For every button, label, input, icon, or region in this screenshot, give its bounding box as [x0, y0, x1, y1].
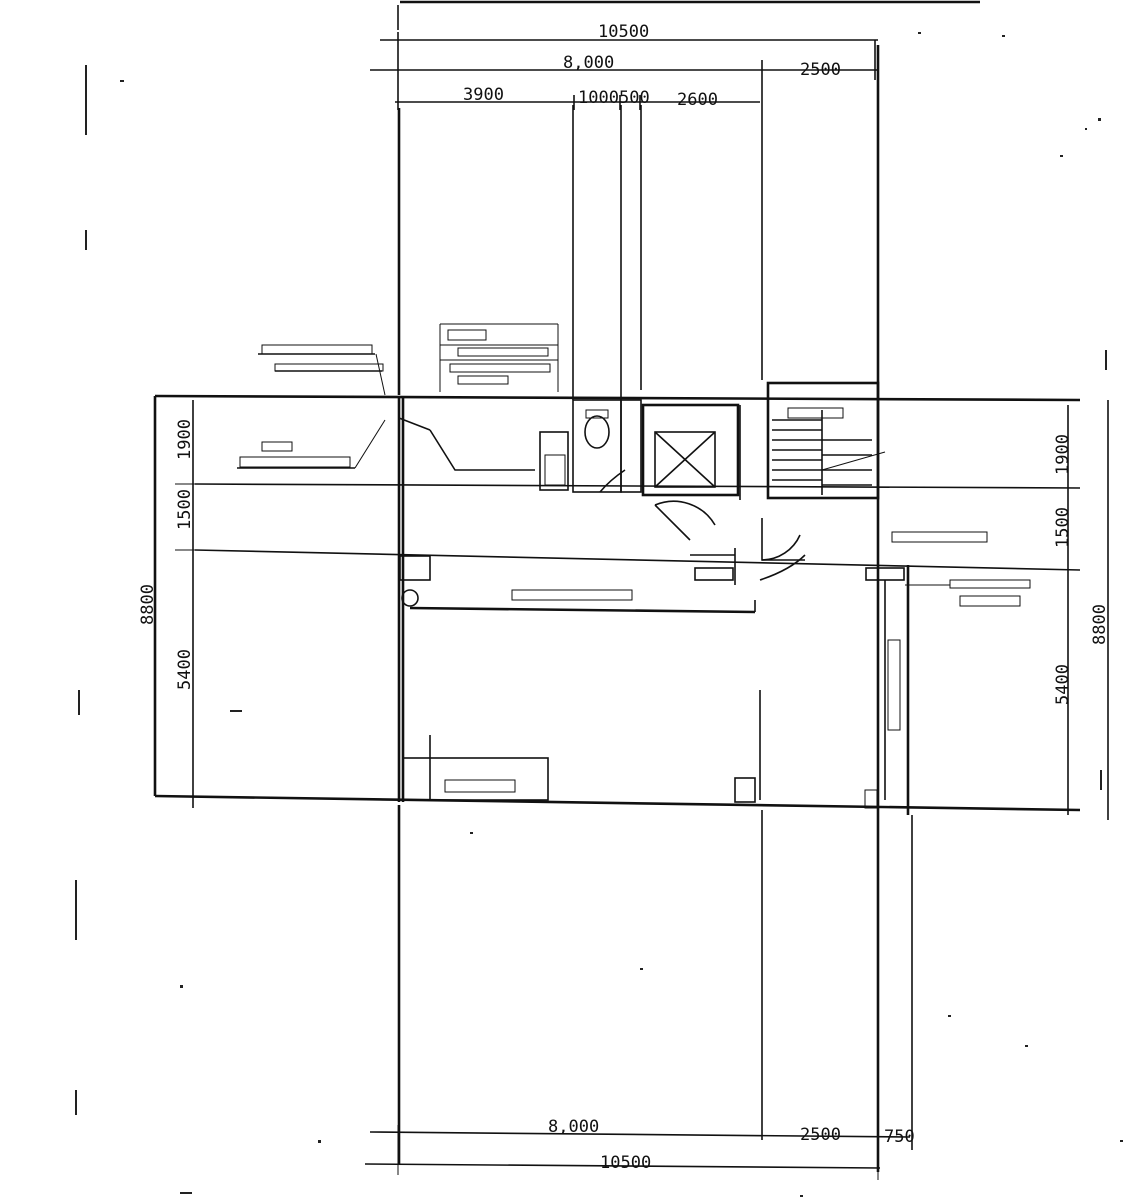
- dim-top-sub-3: 500: [619, 88, 650, 108]
- dim-right-middle: 1500: [1053, 507, 1073, 548]
- left-dimension-chain: [175, 400, 200, 808]
- dim-right-lower: 5400: [1053, 664, 1073, 705]
- dim-right-total: 8800: [1090, 604, 1110, 645]
- dim-left-middle: 1500: [175, 489, 195, 530]
- dim-bottom-left-span: 8,000: [548, 1117, 599, 1137]
- dim-top-right-span: 2500: [800, 60, 841, 80]
- dim-top-overall: 10500: [598, 22, 649, 42]
- dim-bottom-extra: 750: [884, 1127, 915, 1147]
- note-left-upper: [258, 344, 386, 396]
- upper-boundary-lines: [397, 45, 880, 400]
- note-box-top-center: [439, 323, 559, 392]
- dim-left-upper: 1900: [175, 419, 195, 460]
- staircase: [766, 381, 886, 500]
- bottom-dimension-chain: [364, 1125, 911, 1180]
- note-left-stair-down: [237, 419, 386, 469]
- lower-boundary-lines: [397, 805, 913, 1172]
- dim-right-upper: 1900: [1053, 434, 1073, 475]
- balcony: [402, 757, 549, 801]
- main-floor-features: [399, 531, 1031, 809]
- dim-bottom-right-span: 2500: [800, 1125, 841, 1145]
- dim-left-lower: 5400: [175, 649, 195, 690]
- building-outline: [153, 394, 1109, 820]
- core-rooms: [539, 399, 741, 500]
- scan-specks: [75, 32, 1123, 1197]
- elevator-shaft: [641, 403, 740, 497]
- dim-top-left-span: 8,000: [563, 53, 614, 73]
- toilet-fixture: [584, 415, 610, 449]
- dim-top-sub-2: 1000: [578, 88, 619, 108]
- dim-left-total: 8800: [138, 584, 158, 625]
- top-dimension-chain: [370, 32, 878, 110]
- dim-top-sub-1: 3900: [463, 85, 504, 105]
- door-swings: [398, 417, 806, 585]
- dim-top-sub-4: 2600: [677, 90, 718, 110]
- dim-bottom-overall: 10500: [600, 1153, 651, 1173]
